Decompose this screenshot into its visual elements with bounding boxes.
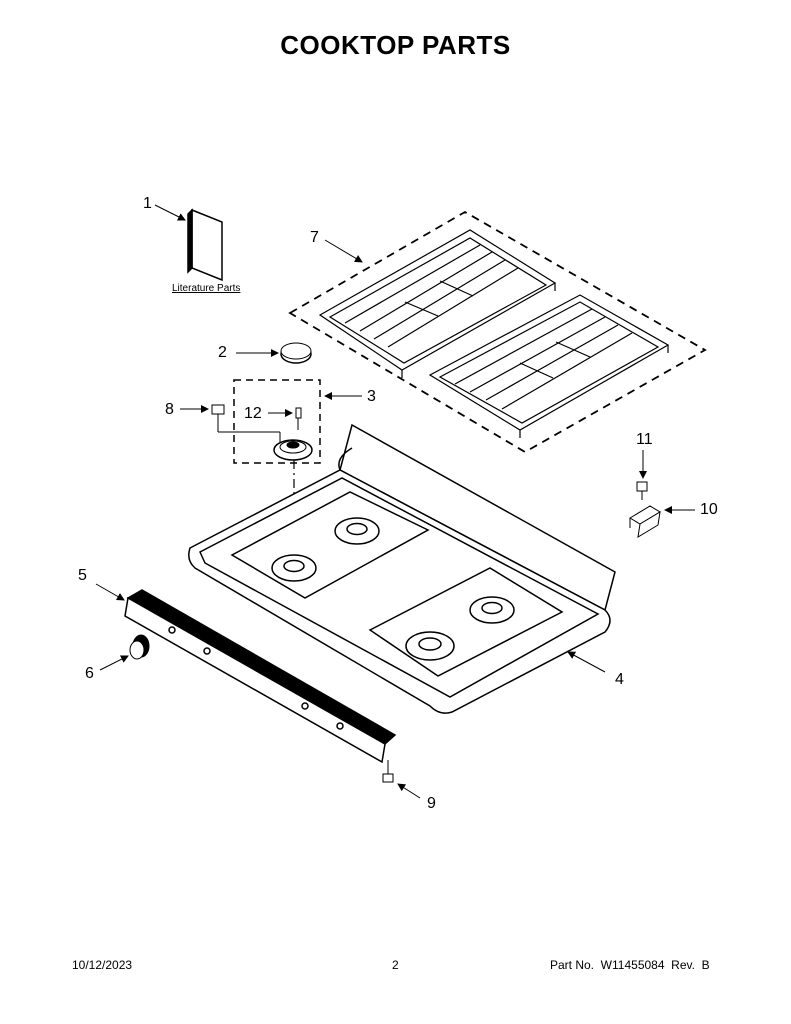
footer-date: 10/12/2023 <box>72 958 133 972</box>
callout-2: 2 <box>218 344 227 361</box>
footer-page-number: 2 <box>392 958 399 972</box>
footer-part-number: Part No. W11455084 Rev. B <box>550 958 710 972</box>
cooktop-main-top <box>188 423 616 714</box>
screw-8 <box>211 404 225 424</box>
leader-4 <box>567 651 606 673</box>
literature-booklet <box>187 208 223 282</box>
callout-9: 9 <box>427 795 436 812</box>
callout-1: 1 <box>143 195 152 212</box>
literature-parts-label: Literature Parts <box>172 283 241 294</box>
callout-12: 12 <box>244 405 262 422</box>
leader-7 <box>324 239 363 263</box>
callout-10: 10 <box>700 501 718 518</box>
leader-9 <box>397 783 421 799</box>
burner-assembly-box <box>233 379 321 464</box>
control-panel-strip <box>124 589 397 764</box>
callout-7: 7 <box>310 229 319 246</box>
grates-boundary <box>288 210 707 454</box>
left-grate <box>318 229 557 378</box>
screw-9 <box>382 760 394 783</box>
right-grate <box>428 294 670 438</box>
callout-3: 3 <box>367 388 376 405</box>
cooktop-burners <box>271 517 515 661</box>
igniter <box>295 407 302 430</box>
leader-1 <box>154 204 186 221</box>
bracket <box>629 505 661 538</box>
burner-base <box>273 439 313 461</box>
screw-11 <box>636 481 648 500</box>
callout-8: 8 <box>165 401 174 418</box>
callout-11: 11 <box>636 431 653 448</box>
leader-6 <box>99 655 129 671</box>
callout-4: 4 <box>615 671 624 688</box>
callout-5: 5 <box>78 567 87 584</box>
control-knob <box>129 634 150 660</box>
page-title: COOKTOP PARTS <box>280 30 511 60</box>
leader-5 <box>95 583 125 601</box>
callout-6: 6 <box>85 665 94 682</box>
